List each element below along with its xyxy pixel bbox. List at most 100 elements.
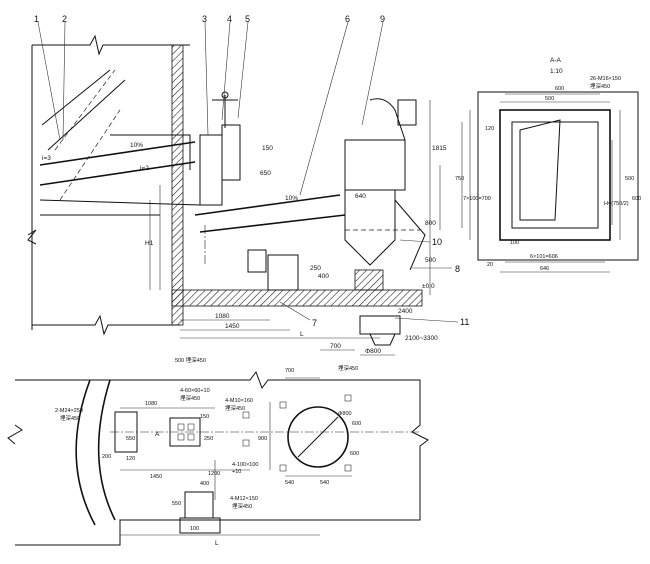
plan-200: 200 (102, 454, 111, 460)
valve-stem (212, 95, 238, 128)
section-500: 500 (545, 96, 554, 102)
slope-left: i=3 (42, 155, 51, 162)
circle-diagonal (297, 416, 339, 458)
left-dim-lines (149, 185, 161, 290)
plan-600b: 600 (350, 451, 359, 457)
outer-square (499, 109, 611, 241)
level-0: ±0.0 (422, 283, 435, 290)
section-v500: 500 (625, 176, 634, 182)
dim-1815: 1815 (432, 145, 447, 152)
section-embed: 埋深450 (590, 82, 610, 90)
callout-6: 6 (345, 14, 350, 24)
plan-120: 120 (126, 456, 135, 462)
section-6x101: 6×101=606 (530, 254, 558, 260)
chute-right (194, 194, 346, 233)
dim-800b: 800 (425, 220, 436, 227)
plan-b-100: 4-100×100 (232, 462, 258, 468)
motor-block (247, 249, 267, 273)
dim-2400: 2400 (398, 308, 413, 315)
callout-8: 8 (455, 264, 460, 274)
plan-540a: 540 (285, 480, 294, 486)
section-mark: A-A (550, 57, 562, 64)
pipe-route (110, 134, 191, 170)
plan-b-100b: +10 (232, 469, 241, 475)
dim-2100: 2100~3300 (405, 335, 438, 342)
section-7x100: 7×100=700 (463, 196, 491, 202)
dim-650: 650 (260, 170, 271, 177)
callout-5: 5 (245, 14, 250, 24)
bolt-hole-3 (177, 433, 185, 441)
section-a-a: A-A 1:10 600 500 26-M16×150 埋深450 750 7×… (455, 57, 641, 273)
plan-b-m10-e: 埋深450 (225, 404, 245, 412)
callout-3: 3 (202, 14, 207, 24)
plan-1080: 1080 (145, 401, 157, 407)
machine-base (354, 269, 384, 291)
section-100: 100 (510, 240, 519, 246)
bottom-break-line (32, 314, 180, 336)
top-break-line (32, 34, 190, 56)
chute-upper-lines (41, 69, 126, 151)
plan-L: L (215, 540, 219, 547)
outer-frame (477, 91, 639, 261)
plan-550: 550 (172, 501, 181, 507)
callout-9: 9 (380, 14, 385, 24)
bottom-note: 500 埋深450 (175, 356, 206, 364)
plan-1200: 1200 (208, 471, 220, 477)
plan-b-mid: 4-60×60+10 (180, 388, 210, 394)
outlet-duct (394, 199, 426, 271)
foundation-pit (359, 315, 401, 335)
plan-250: 250 (204, 436, 213, 442)
plan-b-m12-e: 埋深450 (232, 502, 252, 510)
left-break-mark (27, 229, 37, 245)
plan-b-m12: 4-M12×150 (230, 496, 258, 502)
plan-break-left (7, 424, 23, 445)
callout-10: 10 (432, 237, 442, 247)
callout-1: 1 (34, 14, 39, 24)
chute-dashed-2 (59, 109, 121, 201)
section-bolts: 26-M16×150 (590, 76, 621, 82)
section-750: 750 (455, 176, 464, 182)
plan-400: 400 (200, 481, 209, 487)
bolt-hole-4 (187, 433, 195, 441)
dim-700: 700 (330, 343, 341, 350)
hatched-floor (171, 289, 423, 307)
bolt-m10-1 (242, 411, 250, 419)
upper-bin (344, 139, 406, 191)
circular-foundation (287, 406, 349, 468)
discharge-cone (369, 333, 396, 346)
plan-100: 100 (190, 526, 199, 532)
bolt-m10-2 (242, 439, 250, 447)
curved-wall-outer (75, 379, 96, 526)
bolt-c4 (344, 464, 352, 472)
plan-b-mid-e: 埋深450 (180, 394, 200, 402)
dim-1450: 1450 (225, 323, 240, 330)
feeder-box (199, 134, 223, 206)
bolt-hole-2 (187, 423, 195, 431)
plan-800: Φ800 (338, 411, 352, 417)
plan-540b: 540 (320, 480, 329, 486)
plan-1450: 1450 (150, 474, 162, 480)
dim-800: Φ800 (365, 348, 381, 355)
plan-550b: 550 (126, 436, 135, 442)
section-600: 600 (555, 86, 564, 92)
dim-500: 500 (425, 257, 436, 264)
plan-outline (15, 370, 429, 546)
valve-box (221, 124, 241, 181)
handwheel-icon (221, 91, 229, 99)
elevation-view: 1 2 3 4 5 6 9 10 8 7 11 i=3 i=2 10% 10% … (27, 14, 469, 364)
plan-150: 150 (200, 414, 209, 420)
inner-trapezoid (519, 119, 561, 221)
callout-4: 4 (227, 14, 232, 24)
gearbox-block (267, 254, 299, 291)
inner-square (511, 121, 599, 229)
curved-wall-inner (97, 379, 116, 521)
section-20: 20 (487, 262, 493, 268)
cyclone-top (369, 98, 406, 141)
bolt-c2 (344, 394, 352, 402)
plan-700: 700 (285, 368, 294, 374)
dim-150: 150 (262, 145, 273, 152)
slope-right: 10% (285, 195, 298, 202)
section-hole: H=(750/2) (604, 201, 629, 207)
plan-b-left: 2-M24×250 (55, 408, 83, 414)
callout-2: 2 (62, 14, 67, 24)
